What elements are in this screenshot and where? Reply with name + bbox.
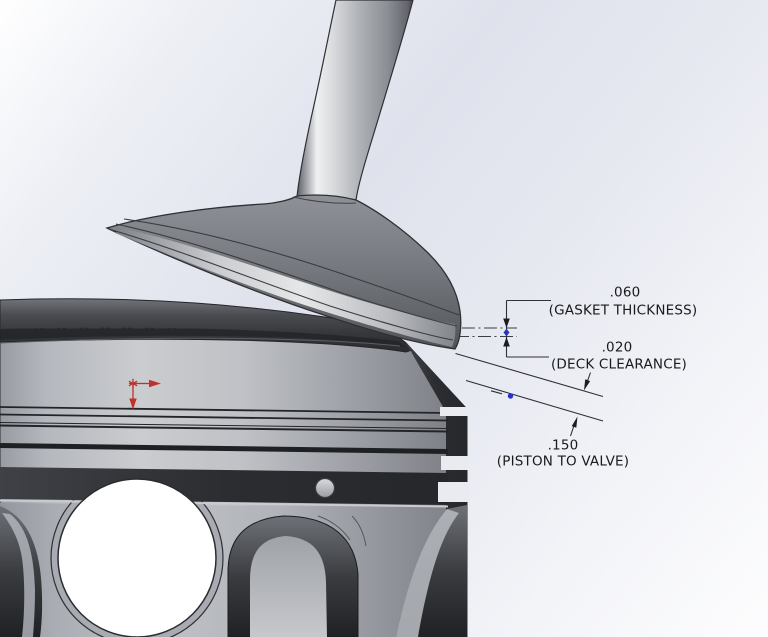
dimension-graphics	[455, 299, 604, 437]
arrow-up	[503, 337, 510, 347]
valve-face-extension-line	[455, 352, 604, 398]
deck-leader-arrow	[584, 379, 591, 391]
piston-to-valve-value[interactable]: .150	[547, 437, 579, 454]
crown-shadow-stripe	[0, 327, 406, 347]
deck-clearance-label[interactable]: (DECK CLEARANCE)	[550, 356, 688, 373]
deck-clearance-dimension[interactable]	[584, 372, 592, 391]
midpoint-dot-blue	[507, 393, 514, 399]
x-axis-arrow	[149, 379, 161, 388]
oil-ring-band	[0, 467, 448, 505]
valve-neck-line	[292, 196, 357, 204]
crown-bottom-edge	[0, 337, 401, 347]
piston-crown-extension-line	[465, 379, 604, 422]
valve[interactable]	[105, 0, 462, 350]
mid-centerline-dash	[490, 390, 503, 395]
p2v-leader-arrow	[571, 416, 578, 428]
piston[interactable]	[0, 298, 469, 637]
valve-stem[interactable]	[296, 0, 414, 201]
pin-bore[interactable]	[57, 478, 217, 637]
selected-arrows-blue	[503, 328, 510, 337]
origin-triad[interactable]	[128, 378, 161, 410]
gasket-thickness-dimension[interactable]	[503, 299, 551, 358]
valve-face-contours	[111, 218, 460, 341]
piston-to-valve-label[interactable]: (PISTON TO VALVE)	[496, 453, 630, 470]
valve-margin-highlight	[115, 228, 456, 347]
gasket-thickness-label[interactable]: (GASKET THICKNESS)	[548, 302, 698, 319]
skirt-separator-line	[0, 499, 449, 508]
groove-notches	[438, 407, 469, 502]
piston-to-valve-dimension[interactable]	[455, 352, 604, 437]
y-axis-arrow	[129, 398, 137, 410]
ring-groove-band	[0, 443, 448, 454]
ring-grooves	[0, 406, 449, 433]
pin-oil-hole[interactable]	[314, 477, 336, 499]
left-cutout-rim	[2, 513, 35, 637]
arrow-down	[503, 318, 510, 328]
skirt-strut	[396, 509, 459, 637]
strut-fillet-lines	[317, 515, 367, 547]
deck-clearance-value[interactable]: .020	[601, 339, 633, 356]
rod-relief	[250, 536, 327, 637]
gasket-thickness-value[interactable]: .060	[609, 284, 641, 301]
